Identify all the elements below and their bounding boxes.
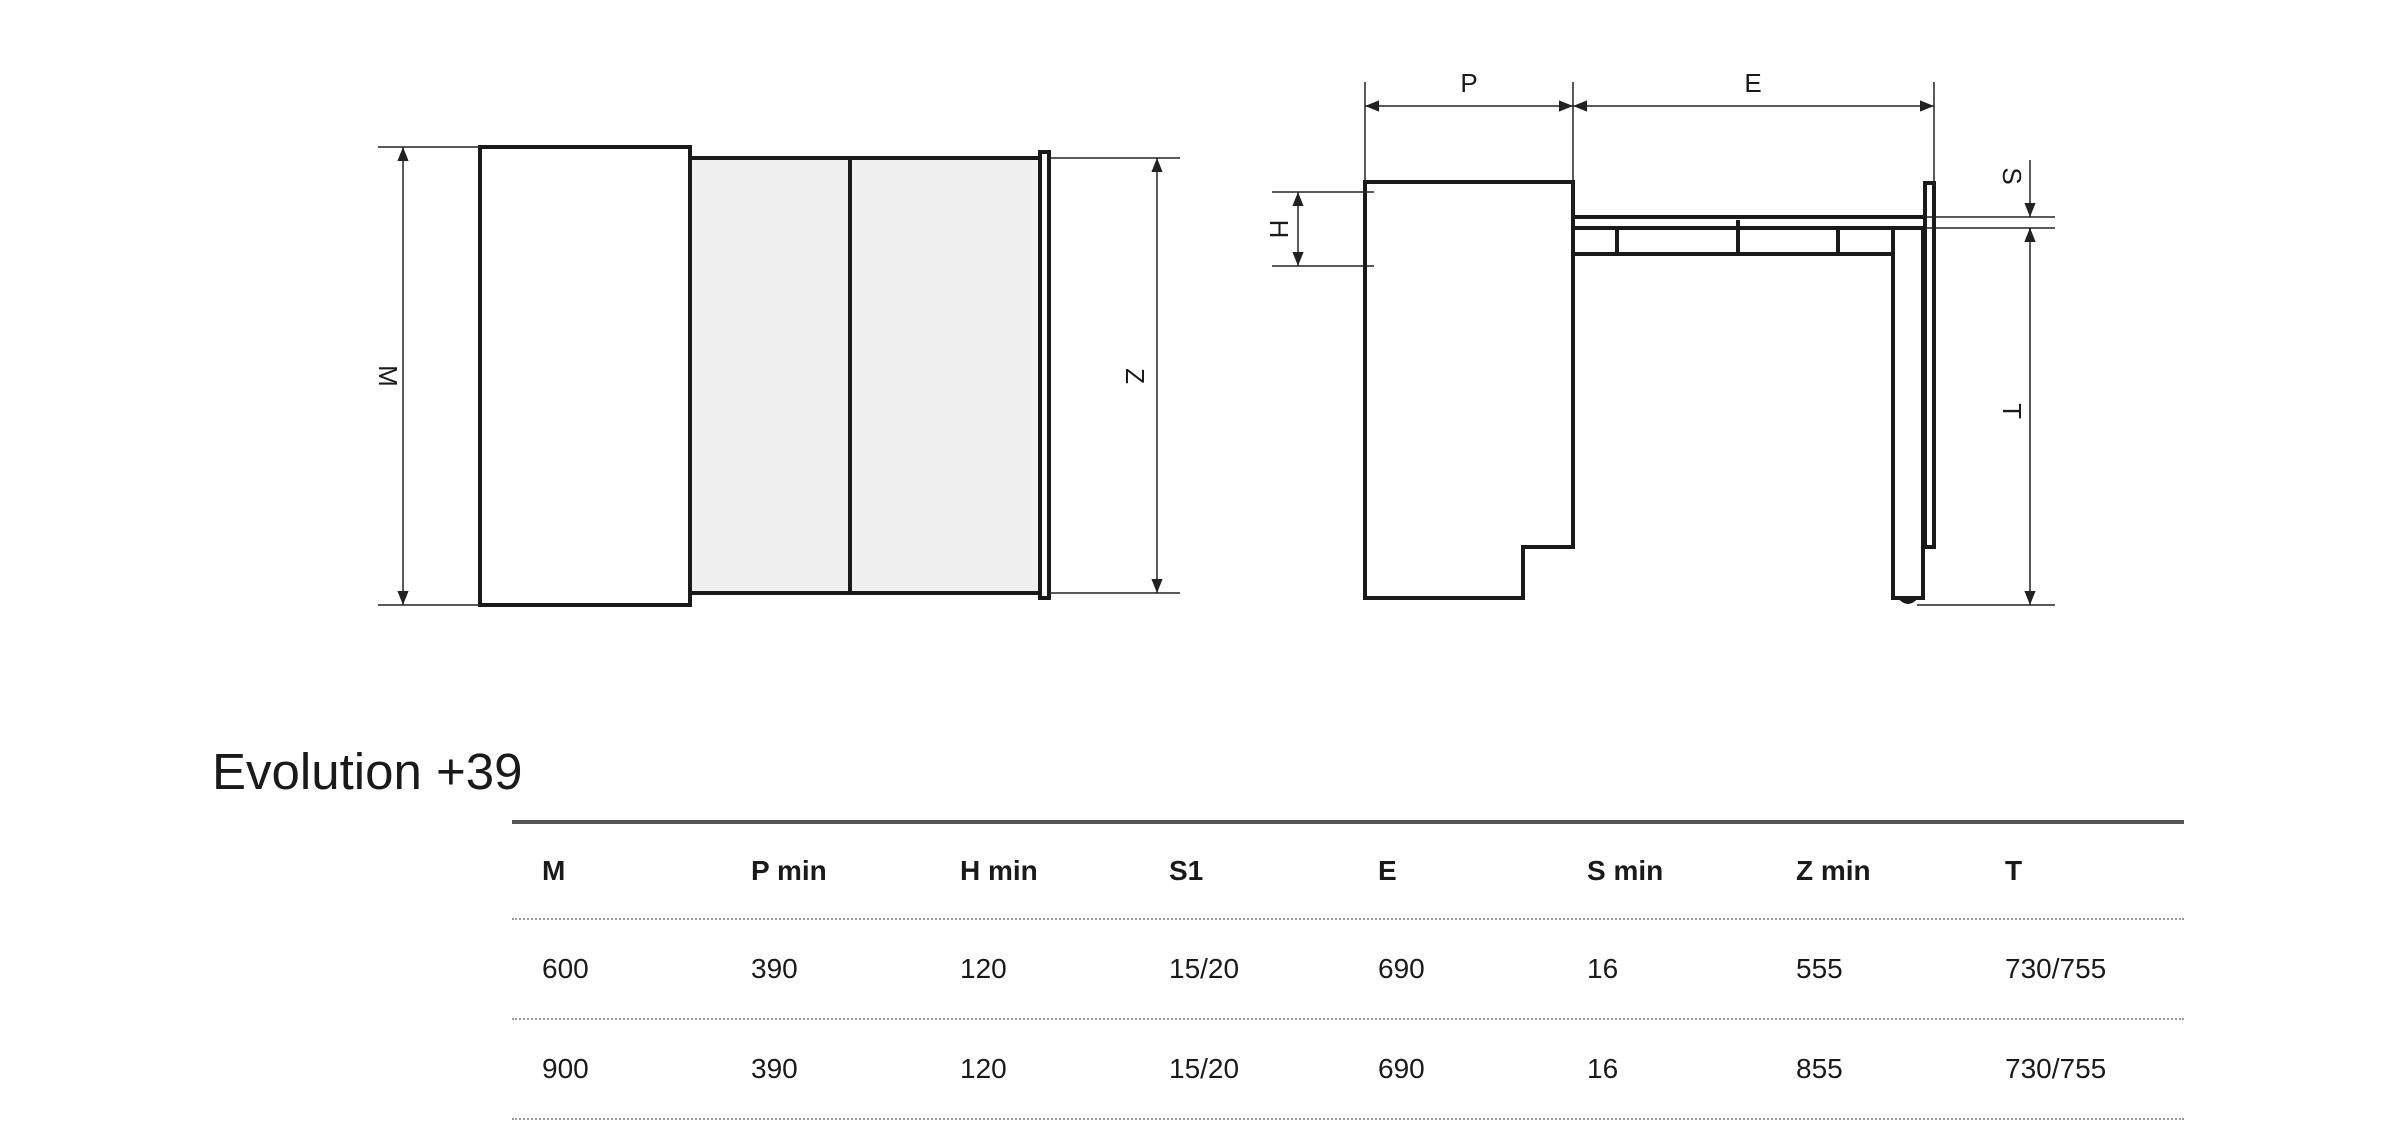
- table-cell: 15/20: [1169, 953, 1240, 984]
- table-cell: 690: [1378, 1053, 1425, 1084]
- table-header-row: M P min H min S1 E S min Z min T: [512, 824, 2184, 920]
- table-row: 900 390 120 15/20 690 16 855 730/755: [512, 1020, 2184, 1120]
- table-row: 600 390 120 15/20 690 16 555 730/755: [512, 920, 2184, 1020]
- leg-post: [1891, 226, 1925, 600]
- front-view: M Z: [373, 145, 1180, 607]
- frame-rail: [1571, 226, 1895, 256]
- table-cell: 730/755: [2005, 1053, 2107, 1084]
- table-cell: 15/20: [1169, 1053, 1240, 1084]
- header-cell-t: T: [2005, 855, 2023, 886]
- m-dimension-label: M: [373, 365, 403, 387]
- cabinet-side: [1363, 180, 1575, 600]
- header-cell-s-min: S min: [1587, 855, 1664, 886]
- p-dimension-label: P: [1460, 68, 1477, 98]
- table-cell: 390: [751, 1053, 798, 1084]
- drawer-panel-1: [688, 156, 852, 595]
- cabinet-front: [478, 145, 692, 607]
- table-cell: 600: [542, 953, 589, 984]
- table-cell: 16: [1587, 953, 1619, 984]
- table-cell: 120: [960, 1053, 1007, 1084]
- table-cell: 855: [1796, 1053, 1843, 1084]
- header-cell-z-min: Z min: [1796, 855, 1871, 886]
- header-cell-h-min: H min: [960, 855, 1038, 886]
- drawer-panel-2: [848, 156, 1042, 595]
- h-dimension-label: H: [1264, 220, 1294, 239]
- header-cell-s1: S1: [1169, 855, 1204, 886]
- table-cell: 900: [542, 1053, 589, 1084]
- leg-foot: [1896, 597, 1920, 604]
- side-end-plate: [1923, 181, 1936, 549]
- table-cell: 390: [751, 953, 798, 984]
- s-dimension-label: S: [1997, 167, 2027, 184]
- table-cell: 730/755: [2005, 953, 2107, 984]
- spec-table: M P min H min S1 E S min Z min T 600 390…: [512, 820, 2184, 1120]
- technical-drawing: M Z P E H S: [373, 68, 2055, 607]
- header-cell-p-min: P min: [751, 855, 827, 886]
- product-title: Evolution +39: [212, 743, 523, 800]
- front-end-plate: [1038, 150, 1051, 600]
- table-cell: 16: [1587, 1053, 1619, 1084]
- table-cell: 120: [960, 953, 1007, 984]
- z-dimension-label: Z: [1120, 368, 1150, 384]
- table-cell: 690: [1378, 953, 1425, 984]
- table-cell: 555: [1796, 953, 1843, 984]
- side-view: P E H S T: [1264, 68, 2055, 606]
- t-dimension-label: T: [1997, 403, 2027, 419]
- header-cell-e: E: [1378, 855, 1397, 886]
- e-dimension-label: E: [1744, 68, 1761, 98]
- header-cell-m: M: [542, 855, 566, 886]
